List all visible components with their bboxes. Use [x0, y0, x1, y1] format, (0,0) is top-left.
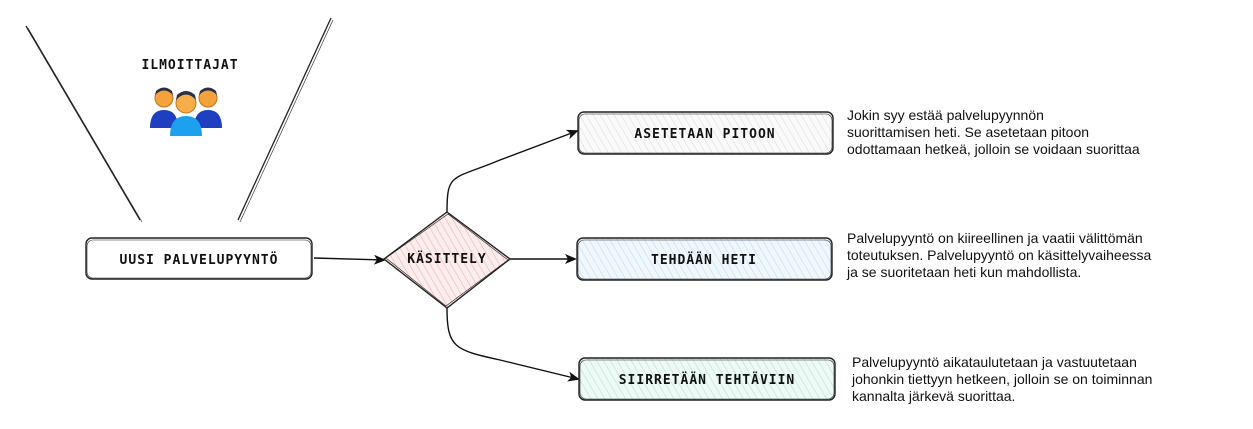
outcome-node-tasks[interactable]: SIIRRETÄÄN TEHTÄVIIN: [578, 357, 836, 401]
new-request-label: UUSI PALVELUPYYNTÖ: [120, 252, 279, 268]
connectors: [313, 129, 580, 382]
outcome-label-tasks: SIIRRETÄÄN TEHTÄVIIN: [619, 372, 796, 388]
description-line: ja se suoritetaan heti kun mahdollista.: [847, 264, 1082, 280]
processing-label: KÄSITTELY: [407, 251, 486, 267]
outcome-description-hold: Jokin syy estää palvelupyynnön suorittam…: [847, 107, 1207, 158]
arrow-new-to-processing: [313, 254, 386, 265]
outcome-description-tasks: Palvelupyyntö aikataulutetaan ja vastuut…: [852, 354, 1212, 405]
processing-node[interactable]: KÄSITTELY: [382, 211, 512, 309]
description-line: toteutuksen. Palvelupyyntö on käsittelyv…: [847, 247, 1152, 263]
funnel-lines: [25, 17, 334, 223]
arrow-processing-to-tasks: [446, 307, 580, 382]
outcome-label-hold: ASETETAAN PITOON: [634, 127, 775, 142]
arrow-processing-to-hold: [446, 129, 579, 213]
outcome-node-now[interactable]: TEHDÄÄN HETI: [576, 237, 833, 281]
outcome-node-hold[interactable]: ASETETAAN PITOON: [577, 111, 834, 155]
user-group-icon: [150, 87, 222, 136]
description-line: Jokin syy estää palvelupyynnön: [847, 107, 1044, 123]
reporters-label: ILMOITTAJAT: [141, 58, 238, 73]
description-line: johonkin tiettyyn hetkeen, jolloin se on…: [852, 371, 1153, 387]
description-line: kannalta järkevä suorittaa.: [852, 388, 1016, 404]
description-line: Palvelupyyntö on kiireellinen ja vaatii …: [847, 230, 1143, 246]
description-line: suorittamisen heti. Se asetetaan pitoon: [847, 124, 1090, 140]
outcome-label-now: TEHDÄÄN HETI: [651, 252, 757, 268]
outcome-description-now: Palvelupyyntö on kiireellinen ja vaatii …: [847, 230, 1207, 281]
description-line: odottamaan hetkeä, jolloin se voidaan su…: [847, 141, 1140, 157]
description-line: Palvelupyyntö aikataulutetaan ja vastuut…: [852, 354, 1137, 370]
new-request-node[interactable]: UUSI PALVELUPYYNTÖ: [85, 237, 313, 280]
